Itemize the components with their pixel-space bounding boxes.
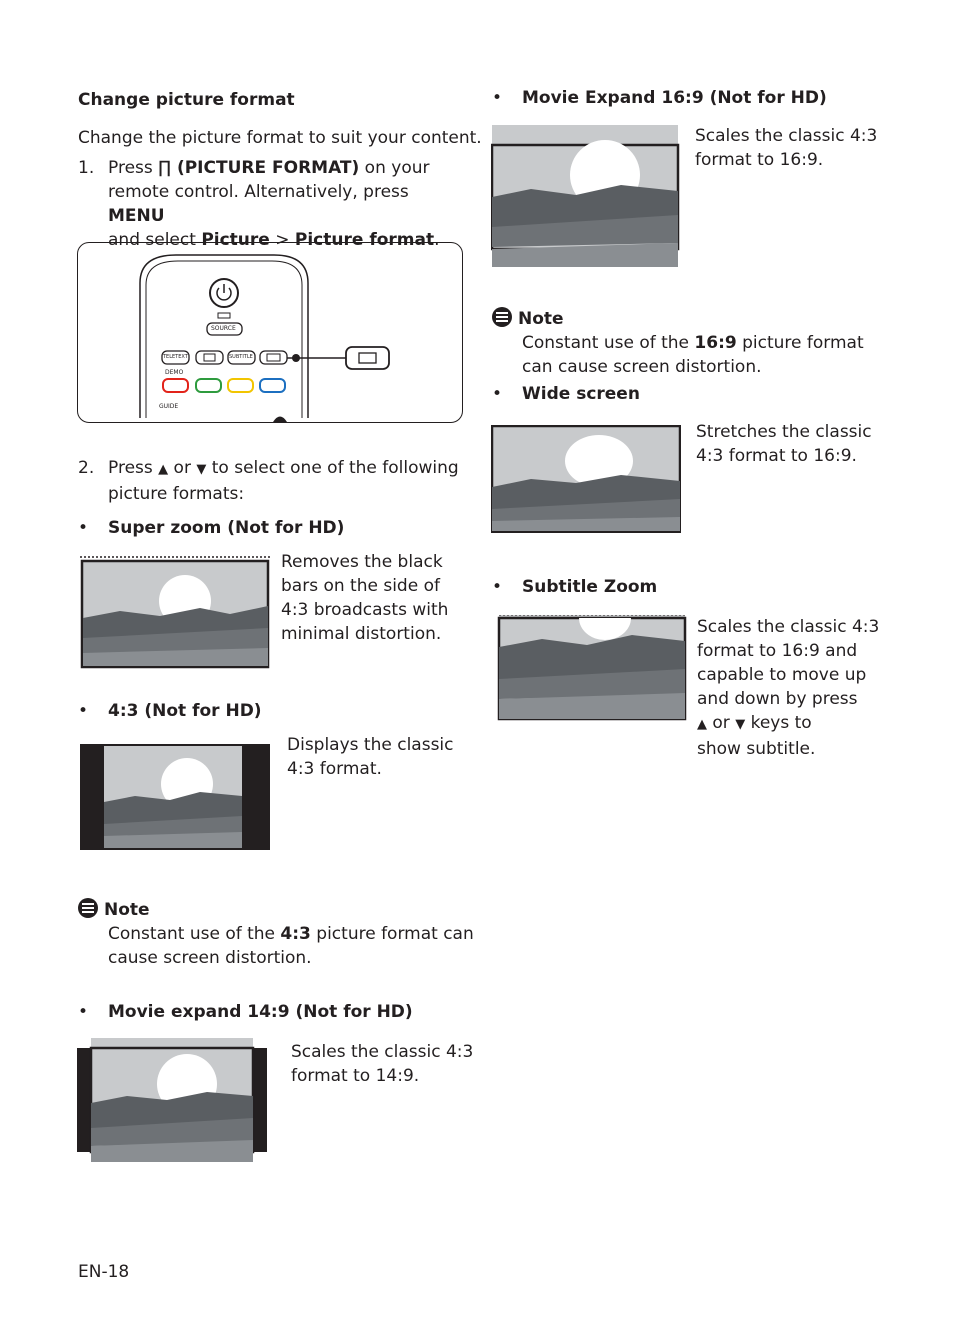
note-text: Constant use of the 16:9 picture format … — [522, 333, 864, 377]
down-arrow-icon: ▼ — [735, 717, 746, 732]
remote-illustration: SOURCE TELETEXT SUBTITLE DEMO GUIDE — [77, 242, 463, 423]
wide-screen-desc: Stretches the classic 4:3 format to 16:9… — [696, 422, 872, 466]
bullet: • — [78, 518, 89, 538]
intro-text: Change the picture format to suit your c… — [78, 128, 482, 148]
wide-screen-illustration — [491, 425, 681, 533]
subtitle-zoom-illustration — [497, 615, 687, 721]
teletext-label: TELETEXT — [163, 354, 188, 360]
four-three-desc: Displays the classic 4:3 format. — [287, 735, 454, 779]
bullet: • — [78, 701, 89, 721]
remote-drawing — [139, 254, 390, 422]
step-2-number: 2. — [78, 458, 95, 478]
step-1-text: Press ∏ (PICTURE FORMAT) on your remote … — [108, 158, 440, 250]
movie-16-9-illustration — [491, 125, 680, 267]
demo-label: DEMO — [165, 369, 184, 376]
bullet: • — [78, 1002, 89, 1022]
note-icon — [492, 307, 512, 327]
down-arrow-icon: ▼ — [196, 462, 207, 477]
super-zoom-desc: Removes the black bars on the side of 4:… — [281, 552, 449, 644]
four-three-title: 4:3 (Not for HD) — [108, 701, 262, 721]
movie-14-9-illustration — [77, 1038, 267, 1162]
super-zoom-illustration — [80, 556, 270, 669]
subtitle-label: SUBTITLE — [229, 354, 253, 360]
section-heading: Change picture format — [78, 90, 295, 110]
subtitle-zoom-title: Subtitle Zoom — [522, 577, 658, 597]
note-text: Constant use of the 4:3 picture format c… — [108, 924, 474, 968]
note-icon — [78, 898, 98, 918]
up-arrow-icon: ▲ — [697, 717, 707, 732]
bullet: • — [492, 577, 503, 597]
up-arrow-icon: ▲ — [158, 462, 169, 477]
source-label: SOURCE — [211, 325, 236, 332]
wide-screen-title: Wide screen — [522, 384, 640, 404]
movie-16-9-title: Movie Expand 16:9 (Not for HD) — [522, 88, 827, 108]
movie-14-9-title: Movie expand 14:9 (Not for HD) — [108, 1002, 413, 1022]
picture-format-glyph: ∏ — [158, 158, 172, 178]
note-heading: Note — [78, 898, 150, 920]
guide-label: GUIDE — [159, 403, 179, 410]
subtitle-zoom-desc: Scales the classic 4:3 format to 16:9 an… — [697, 617, 880, 759]
super-zoom-title: Super zoom (Not for HD) — [108, 518, 345, 538]
note-heading: Note — [492, 307, 564, 329]
movie-16-9-desc: Scales the classic 4:3 format to 16:9. — [695, 126, 878, 170]
movie-14-9-desc: Scales the classic 4:3 format to 14:9. — [291, 1042, 474, 1086]
bullet: • — [492, 88, 503, 108]
bullet: • — [492, 384, 503, 404]
step-2-text: Press ▲ or ▼ to select one of the follow… — [108, 458, 459, 504]
page-number: EN-18 — [78, 1262, 130, 1282]
step-1-number: 1. — [78, 158, 95, 178]
four-three-illustration — [80, 744, 270, 850]
